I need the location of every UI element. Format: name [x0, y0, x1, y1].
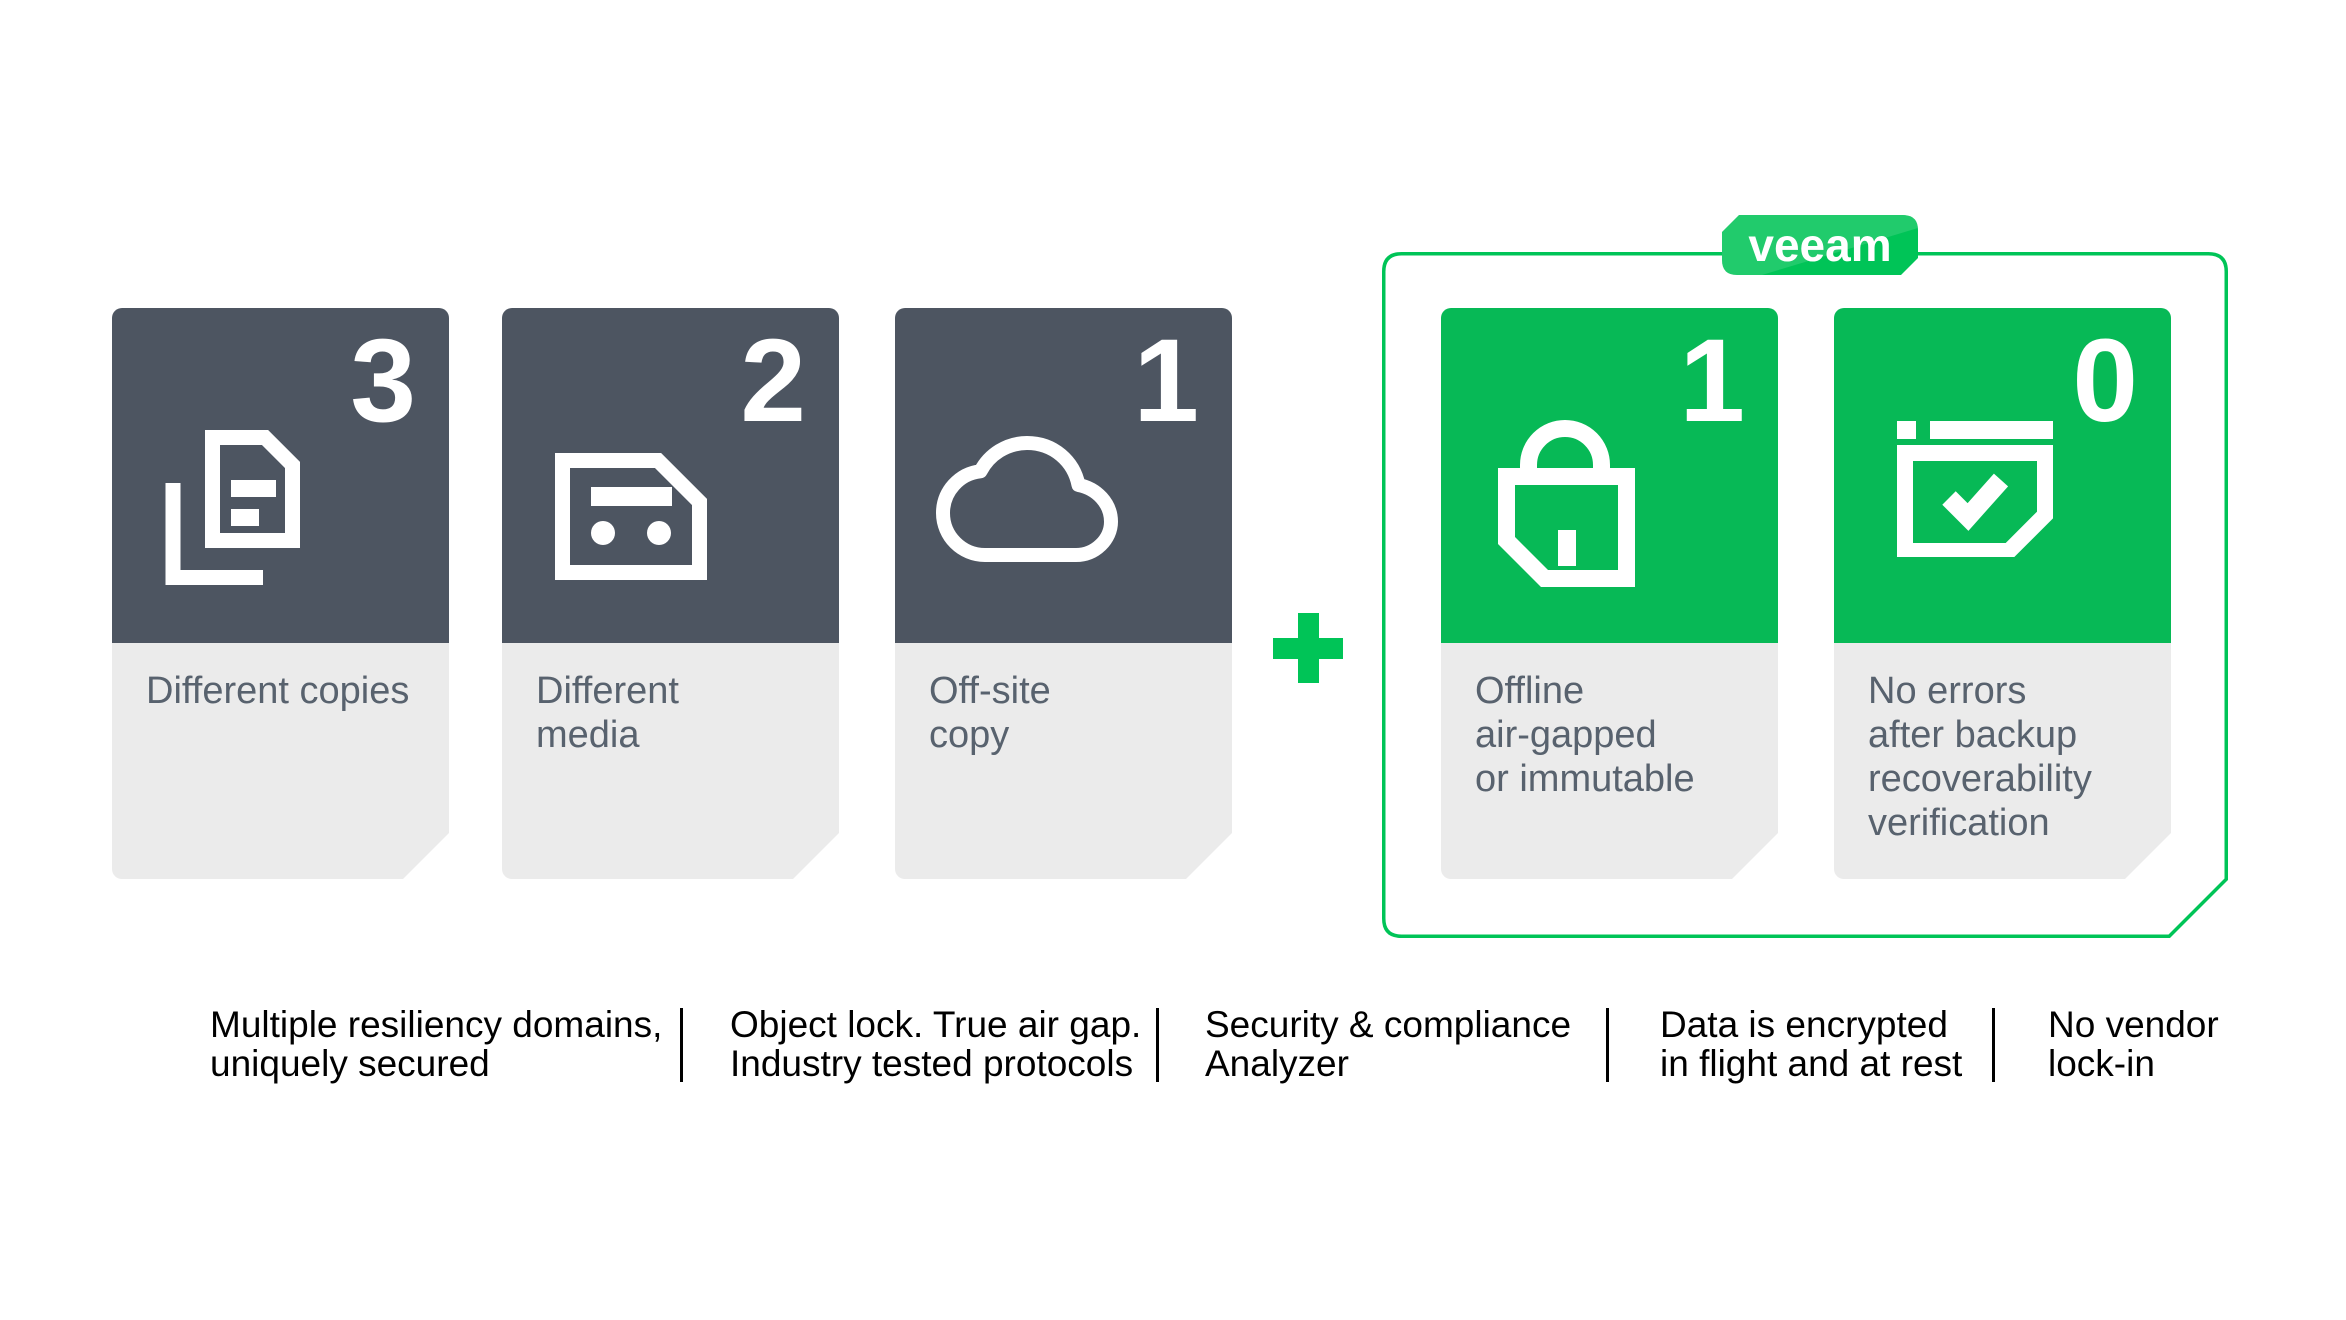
footer-note-resiliency: Multiple resiliency domains, uniquely se…	[210, 1004, 663, 1084]
card-label: No errors after backup recoverability ve…	[1834, 643, 2171, 879]
padlock-icon	[1498, 420, 1635, 587]
card-different-copies: 3 Different copies	[112, 308, 449, 879]
footer-divider	[1156, 1008, 1159, 1082]
card-top-panel: 1	[1441, 308, 1778, 643]
document-copies-icon	[165, 430, 300, 585]
card-number: 3	[350, 315, 416, 447]
veeam-outline-box	[1382, 252, 2228, 938]
card-label: Offline air-gapped or immutable	[1441, 643, 1778, 879]
veeam-logo-shape	[1722, 215, 1918, 275]
card-top-panel: 0	[1834, 308, 2171, 643]
card-zero-errors: 0 No errors after backup recoverability …	[1834, 308, 2171, 879]
card-label: Different media	[502, 643, 839, 879]
card-top-panel: 3	[112, 308, 449, 643]
card-number: 2	[740, 315, 806, 447]
footer-note-security-analyzer: Security & compliance Analyzer	[1205, 1004, 1572, 1084]
plus-icon	[1273, 613, 1343, 683]
footer-note-no-lockin: No vendor lock-in	[2048, 1004, 2219, 1084]
footer-divider	[1992, 1008, 1995, 1082]
veeam-logo: veeam	[1722, 215, 1918, 275]
card-different-media: 2 Different media	[502, 308, 839, 879]
card-offsite-copy: 1 Off-site copy	[895, 308, 1232, 879]
card-number: 1	[1679, 315, 1745, 447]
card-top-panel: 1	[895, 308, 1232, 643]
card-label: Off-site copy	[895, 643, 1232, 879]
card-label: Different copies	[112, 643, 449, 879]
footer-divider	[680, 1008, 683, 1082]
footer-note-encryption: Data is encrypted in flight and at rest	[1660, 1004, 1963, 1084]
footer-divider	[1606, 1008, 1609, 1082]
veeam-logo-text: veeam	[1748, 219, 1892, 271]
card-number: 1	[1133, 315, 1199, 447]
tape-media-icon	[555, 453, 707, 580]
cloud-icon	[936, 436, 1118, 562]
card-number: 0	[2072, 315, 2138, 447]
card-offline-airgapped: 1 Offline air-gapped or immutable	[1441, 308, 1778, 879]
window-check-icon	[1897, 421, 2053, 557]
card-top-panel: 2	[502, 308, 839, 643]
footer-note-object-lock: Object lock. True air gap. Industry test…	[730, 1004, 1142, 1084]
